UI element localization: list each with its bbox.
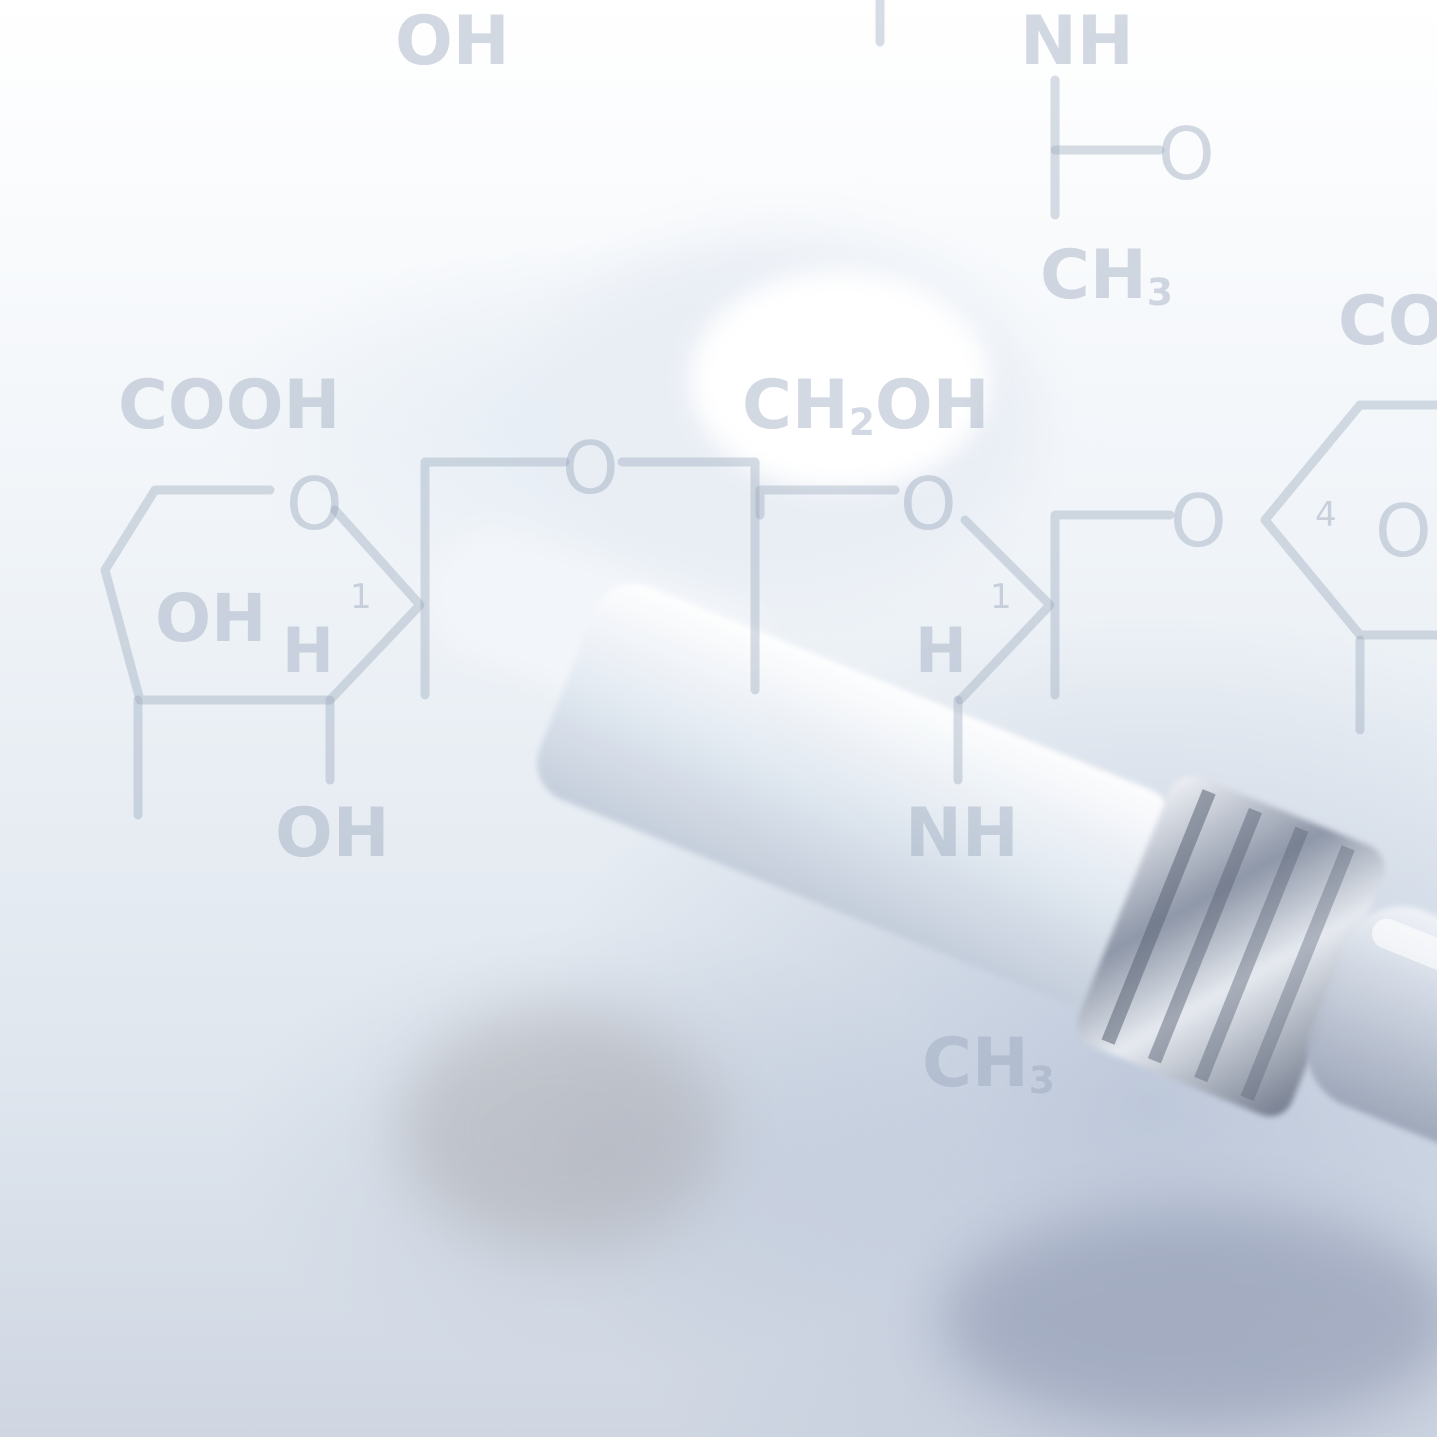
link1-oxygen: O <box>562 426 619 510</box>
formula-nh-top: NH <box>1020 2 1134 81</box>
shadow-right <box>940 1210 1437 1430</box>
ch2oh-subscript: 2 <box>848 400 875 445</box>
connector-ridge-1 <box>1101 789 1216 1045</box>
tip-highlight <box>1371 918 1437 1020</box>
formula-co-right: CO <box>1338 282 1437 361</box>
formula-h-ring2: H <box>915 614 967 687</box>
formula-oh-ring: OH <box>155 580 267 657</box>
formula-ch3-top: CH3 <box>1040 242 1173 312</box>
formula-cooh: COOH <box>118 366 341 445</box>
carbon-number-4: 4 <box>1315 495 1337 535</box>
formula-oh-bottom: OH <box>275 794 390 873</box>
shadow-left <box>400 1010 720 1250</box>
blurred-cap-highlight <box>690 270 990 490</box>
link2-oxygen: O <box>1170 479 1227 563</box>
carbon-number-1b: 1 <box>990 577 1012 617</box>
ring1-oxygen: O <box>286 462 343 546</box>
ring2-oxygen: O <box>900 462 957 546</box>
formula-o-right: O <box>1158 112 1215 196</box>
ch3-top-text: CH <box>1040 236 1147 315</box>
syringe-connector <box>1077 775 1385 1117</box>
ch3-bottom-subscript: 3 <box>1028 1058 1055 1103</box>
connector-ridge-3 <box>1194 826 1309 1083</box>
formula-nh-bottom: NH <box>905 794 1019 873</box>
ring3-oxygen: O <box>1375 489 1432 573</box>
connector-ridge-2 <box>1147 807 1262 1064</box>
ch2oh-text: CH <box>742 366 849 445</box>
ch3-bottom-text: CH <box>922 1024 1029 1103</box>
carbon-number-1a: 1 <box>350 577 372 617</box>
formula-oh-top: OH <box>395 2 510 81</box>
ch2oh-tail: OH <box>874 366 990 445</box>
ch3-top-subscript: 3 <box>1146 270 1173 315</box>
formula-h-ring1: H <box>282 614 334 687</box>
molecule-lines <box>100 0 1437 820</box>
syringe-tip <box>1307 906 1437 1163</box>
syringe-barrel <box>536 583 1174 1006</box>
connector-ridge-4 <box>1240 845 1355 1101</box>
formula-ch3-bottom: CH3 <box>922 1030 1055 1100</box>
formula-ch2oh: CH2OH <box>742 372 990 442</box>
